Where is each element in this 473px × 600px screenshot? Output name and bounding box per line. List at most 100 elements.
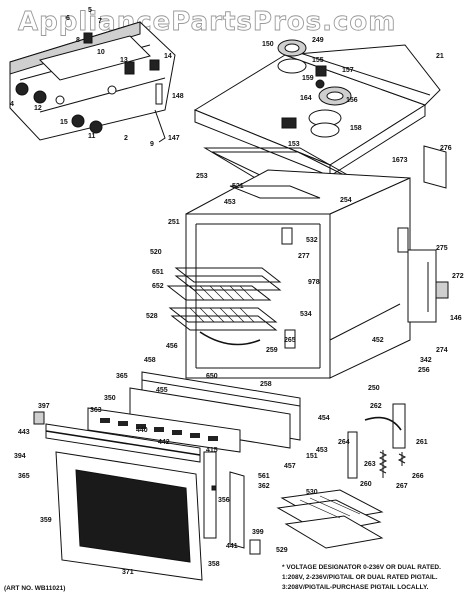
cooktop-assembly (193, 39, 441, 177)
part-label: 276 (440, 145, 452, 152)
terminal-block-icon (435, 281, 449, 299)
part-label: 442 (158, 439, 170, 446)
part-label: 10 (97, 49, 105, 56)
part-label: 266 (412, 473, 424, 480)
part-label: 13 (120, 57, 128, 64)
part-label: 272 (452, 273, 464, 280)
control-panel-assembly (9, 21, 176, 143)
part-label: 530 (306, 489, 318, 496)
part-label: 150 (262, 41, 274, 48)
part-label: 261 (416, 439, 428, 446)
door-hinge-assembly (347, 403, 407, 479)
part-label: 274 (436, 347, 448, 354)
leveling-leg-icon (249, 539, 261, 555)
part-label: 259 (266, 347, 278, 354)
part-label: 11 (88, 133, 96, 140)
part-label: 453 (316, 447, 328, 454)
part-label: 363 (90, 407, 102, 414)
part-label: 2 (124, 135, 128, 142)
part-label: 650 (206, 373, 218, 380)
part-label: 455 (156, 387, 168, 394)
part-label: 6 (66, 15, 70, 22)
part-label: 443 (18, 429, 30, 436)
footnote-line: 3:208V/PIGTAIL-PURCHASE PIGTAIL LOCALLY. (282, 584, 429, 591)
part-label: 520 (150, 249, 162, 256)
part-label: 14 (164, 53, 172, 60)
oven-rack-assembly (166, 267, 282, 346)
footnote-line: * VOLTAGE DESIGNATOR 0-236V OR DUAL RATE… (282, 564, 441, 571)
watermark-text: AppliancePartsPros.com (18, 7, 396, 37)
part-label: 148 (172, 93, 184, 100)
part-label: 651 (152, 269, 164, 276)
part-label: 365 (18, 473, 30, 480)
part-label: 5 (88, 7, 92, 14)
part-label: 441 (226, 543, 238, 550)
part-label: 454 (318, 415, 330, 422)
part-label: 153 (288, 141, 300, 148)
part-label: 21 (436, 53, 444, 60)
part-label: 397 (38, 403, 50, 410)
part-label: 158 (350, 125, 362, 132)
part-label: 4 (10, 101, 14, 108)
part-label: 8 (76, 37, 80, 44)
door-latch-icon (33, 411, 45, 425)
part-label: 265 (284, 337, 296, 344)
part-label: 342 (420, 357, 432, 364)
part-label: 453 (224, 199, 236, 206)
part-label: 1673 (392, 157, 408, 164)
part-label: 356 (218, 497, 230, 504)
door-window-icon (75, 469, 191, 563)
part-label: 371 (122, 569, 134, 576)
part-label: 277 (298, 253, 310, 260)
part-label: 359 (40, 517, 52, 524)
part-label: 253 (196, 173, 208, 180)
part-label: 146 (450, 315, 462, 322)
part-label: 164 (300, 95, 312, 102)
part-number-labels: 5 6 7 8 10 13 14 4 12 15 11 2 9 148 147 … (10, 7, 464, 576)
part-label: 256 (418, 367, 430, 374)
part-label: 7 (98, 18, 102, 25)
part-label: 358 (208, 561, 220, 568)
part-label: 458 (144, 357, 156, 364)
knob-icon (71, 114, 85, 128)
part-label: 260 (360, 481, 372, 488)
part-label: 254 (340, 197, 352, 204)
part-label: 264 (338, 439, 350, 446)
part-label: 521 (232, 183, 244, 190)
part-label: 267 (396, 483, 408, 490)
part-label: 12 (34, 105, 42, 112)
part-label: 147 (168, 135, 180, 142)
part-label: 249 (312, 37, 324, 44)
oven-lower-trim (129, 371, 301, 449)
part-label: 394 (14, 453, 26, 460)
part-label: 159 (302, 75, 314, 82)
part-label: 399 (252, 529, 264, 536)
receptacle-icon (281, 117, 297, 129)
part-label: 15 (60, 119, 68, 126)
knob-icon (89, 120, 103, 134)
part-label: 155 (312, 57, 324, 64)
part-label: 157 (342, 67, 354, 74)
part-label: 350 (104, 395, 116, 402)
knob-icon (33, 90, 47, 104)
part-label: 251 (168, 219, 180, 226)
footnote-line: 1:208V, 2-236V/PIGTAIL OR DUAL RATED PIG… (282, 574, 438, 581)
part-label: 151 (306, 453, 318, 460)
part-label: 362 (258, 483, 270, 490)
knob-icon (15, 82, 29, 96)
oven-body-assembly (185, 169, 437, 379)
part-label: 365 (116, 373, 128, 380)
part-label: 978 (308, 279, 320, 286)
part-label: 9 (150, 141, 154, 148)
part-label: 532 (306, 237, 318, 244)
part-label: 263 (364, 461, 376, 468)
side-bracket (423, 145, 447, 189)
part-label: 452 (372, 337, 384, 344)
part-label: 156 (346, 97, 358, 104)
part-label: 561 (258, 473, 270, 480)
part-label: 250 (368, 385, 380, 392)
part-label: 258 (260, 381, 272, 388)
part-label: 528 (146, 313, 158, 320)
part-label: 534 (300, 311, 312, 318)
